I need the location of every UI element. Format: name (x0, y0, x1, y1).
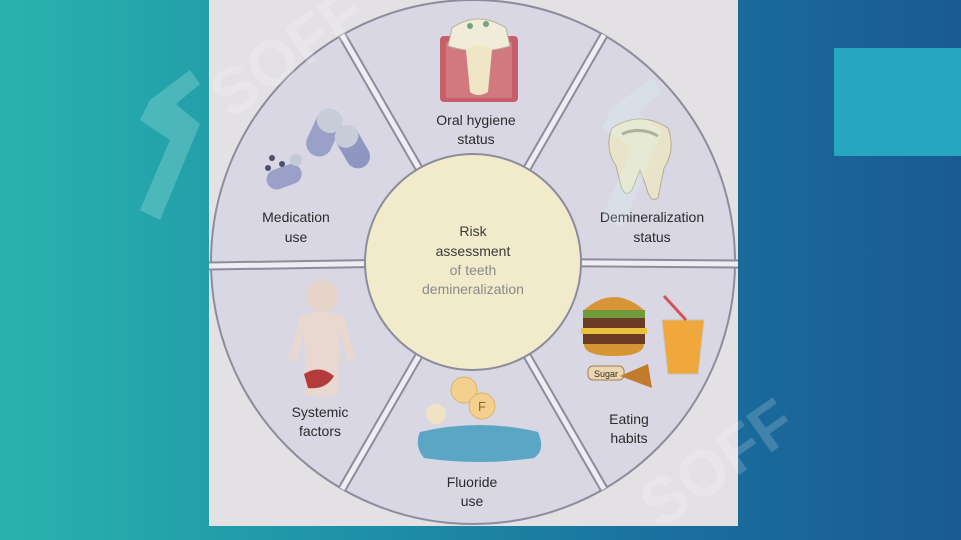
demineralization-label-2: status (633, 229, 670, 245)
fluoride-label-1: Fluoride (447, 474, 498, 490)
tooth-cross-section-icon (440, 18, 518, 102)
systemic-label-2: factors (299, 423, 341, 439)
systemic-label-1: Systemic (292, 404, 349, 420)
decayed-tooth-icon (608, 118, 672, 200)
center-line-1: Risk (459, 223, 487, 239)
accent-rectangle (834, 48, 961, 156)
medication-label-1: Medication (262, 209, 330, 225)
eating-habits-label-2: habits (610, 430, 647, 446)
eating-habits-label-1: Eating (609, 411, 649, 427)
center-circle (364, 153, 582, 371)
watermark-logo-icon (140, 70, 662, 228)
center-line-2: assessment (436, 243, 511, 259)
center-line-3: of teeth (450, 262, 497, 278)
fluoride-toothpaste-icon: F (417, 376, 542, 462)
candy-text: Sugar (594, 369, 618, 379)
fluoride-label-2: use (461, 493, 484, 509)
oral-hygiene-label-2: status (457, 131, 494, 147)
center-line-4: demineralization (422, 281, 524, 297)
medication-label-2: use (285, 229, 308, 245)
fluoride-letter: F (478, 399, 486, 414)
demineralization-label-1: Demineralization (600, 209, 704, 225)
human-body-icon (288, 280, 356, 396)
pills-capsules-icon (265, 108, 370, 190)
oral-hygiene-label-1: Oral hygiene (436, 112, 516, 128)
burger-drink-candy-icon: Sugar (581, 294, 705, 388)
